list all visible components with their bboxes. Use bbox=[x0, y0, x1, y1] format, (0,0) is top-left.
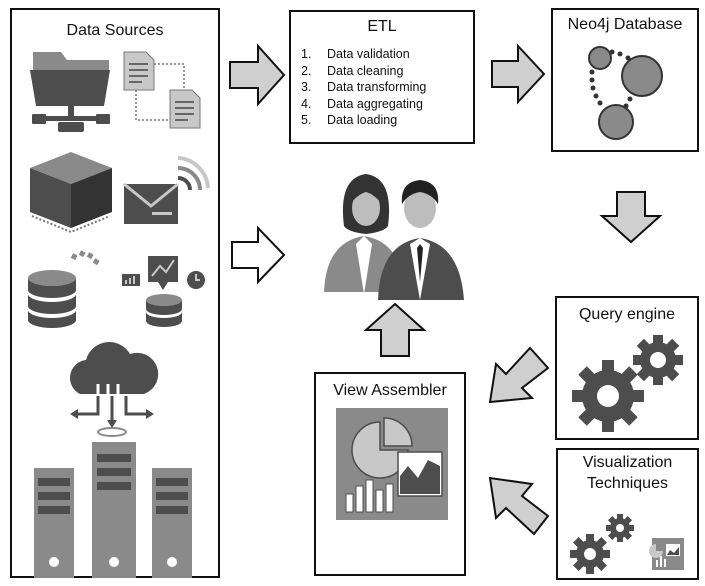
view-assembler-title: View Assembler bbox=[333, 382, 447, 399]
arrow-neo4j-to-query bbox=[599, 191, 663, 244]
visualization-gears-icon bbox=[570, 514, 684, 574]
query-engine-title: Query engine bbox=[578, 306, 676, 323]
etl-panel: ETL 1.Data validation 2.Data cleaning 3.… bbox=[289, 10, 475, 144]
dashboard-icon bbox=[336, 408, 448, 520]
graph-nodes-icon bbox=[588, 46, 663, 140]
arrow-etl-to-neo4j bbox=[491, 43, 546, 105]
arrow-visualization-to-assembler bbox=[488, 476, 550, 536]
email-icon bbox=[123, 156, 210, 224]
etl-step: 2.Data cleaning bbox=[301, 63, 404, 78]
package-box-icon bbox=[30, 152, 112, 234]
etl-steps-list: 1.Data validation 2.Data cleaning 3.Data… bbox=[301, 46, 426, 129]
arrow-query-to-assembler bbox=[488, 346, 550, 404]
etl-step: 5.Data loading bbox=[301, 113, 398, 128]
query-engine-panel: Query engine bbox=[555, 296, 699, 440]
data-sources-title: Data Sources bbox=[66, 22, 164, 39]
etl-step: 3.Data transforming bbox=[301, 80, 427, 95]
etl-step: 4.Data aggregating bbox=[301, 96, 423, 111]
visualization-title-line2: Techniques bbox=[587, 475, 668, 492]
linked-documents-icon bbox=[123, 51, 201, 129]
folder-network-icon bbox=[30, 52, 110, 132]
etl-title: ETL bbox=[367, 18, 397, 35]
etl-step: 1.Data validation bbox=[301, 47, 410, 61]
database-icon bbox=[28, 250, 100, 328]
cloud-icon bbox=[70, 342, 159, 437]
arrow-sources-to-etl bbox=[229, 43, 286, 107]
users-icon bbox=[324, 174, 464, 300]
gears-icon bbox=[572, 335, 683, 432]
database-analytics-icon bbox=[122, 256, 205, 327]
arrow-sources-to-users bbox=[231, 225, 286, 285]
neo4j-title: Neo4j Database bbox=[567, 16, 683, 33]
visualization-title-line1: Visualization bbox=[582, 454, 673, 471]
servers-icon bbox=[34, 442, 192, 578]
arrow-assembler-to-users bbox=[363, 302, 427, 357]
